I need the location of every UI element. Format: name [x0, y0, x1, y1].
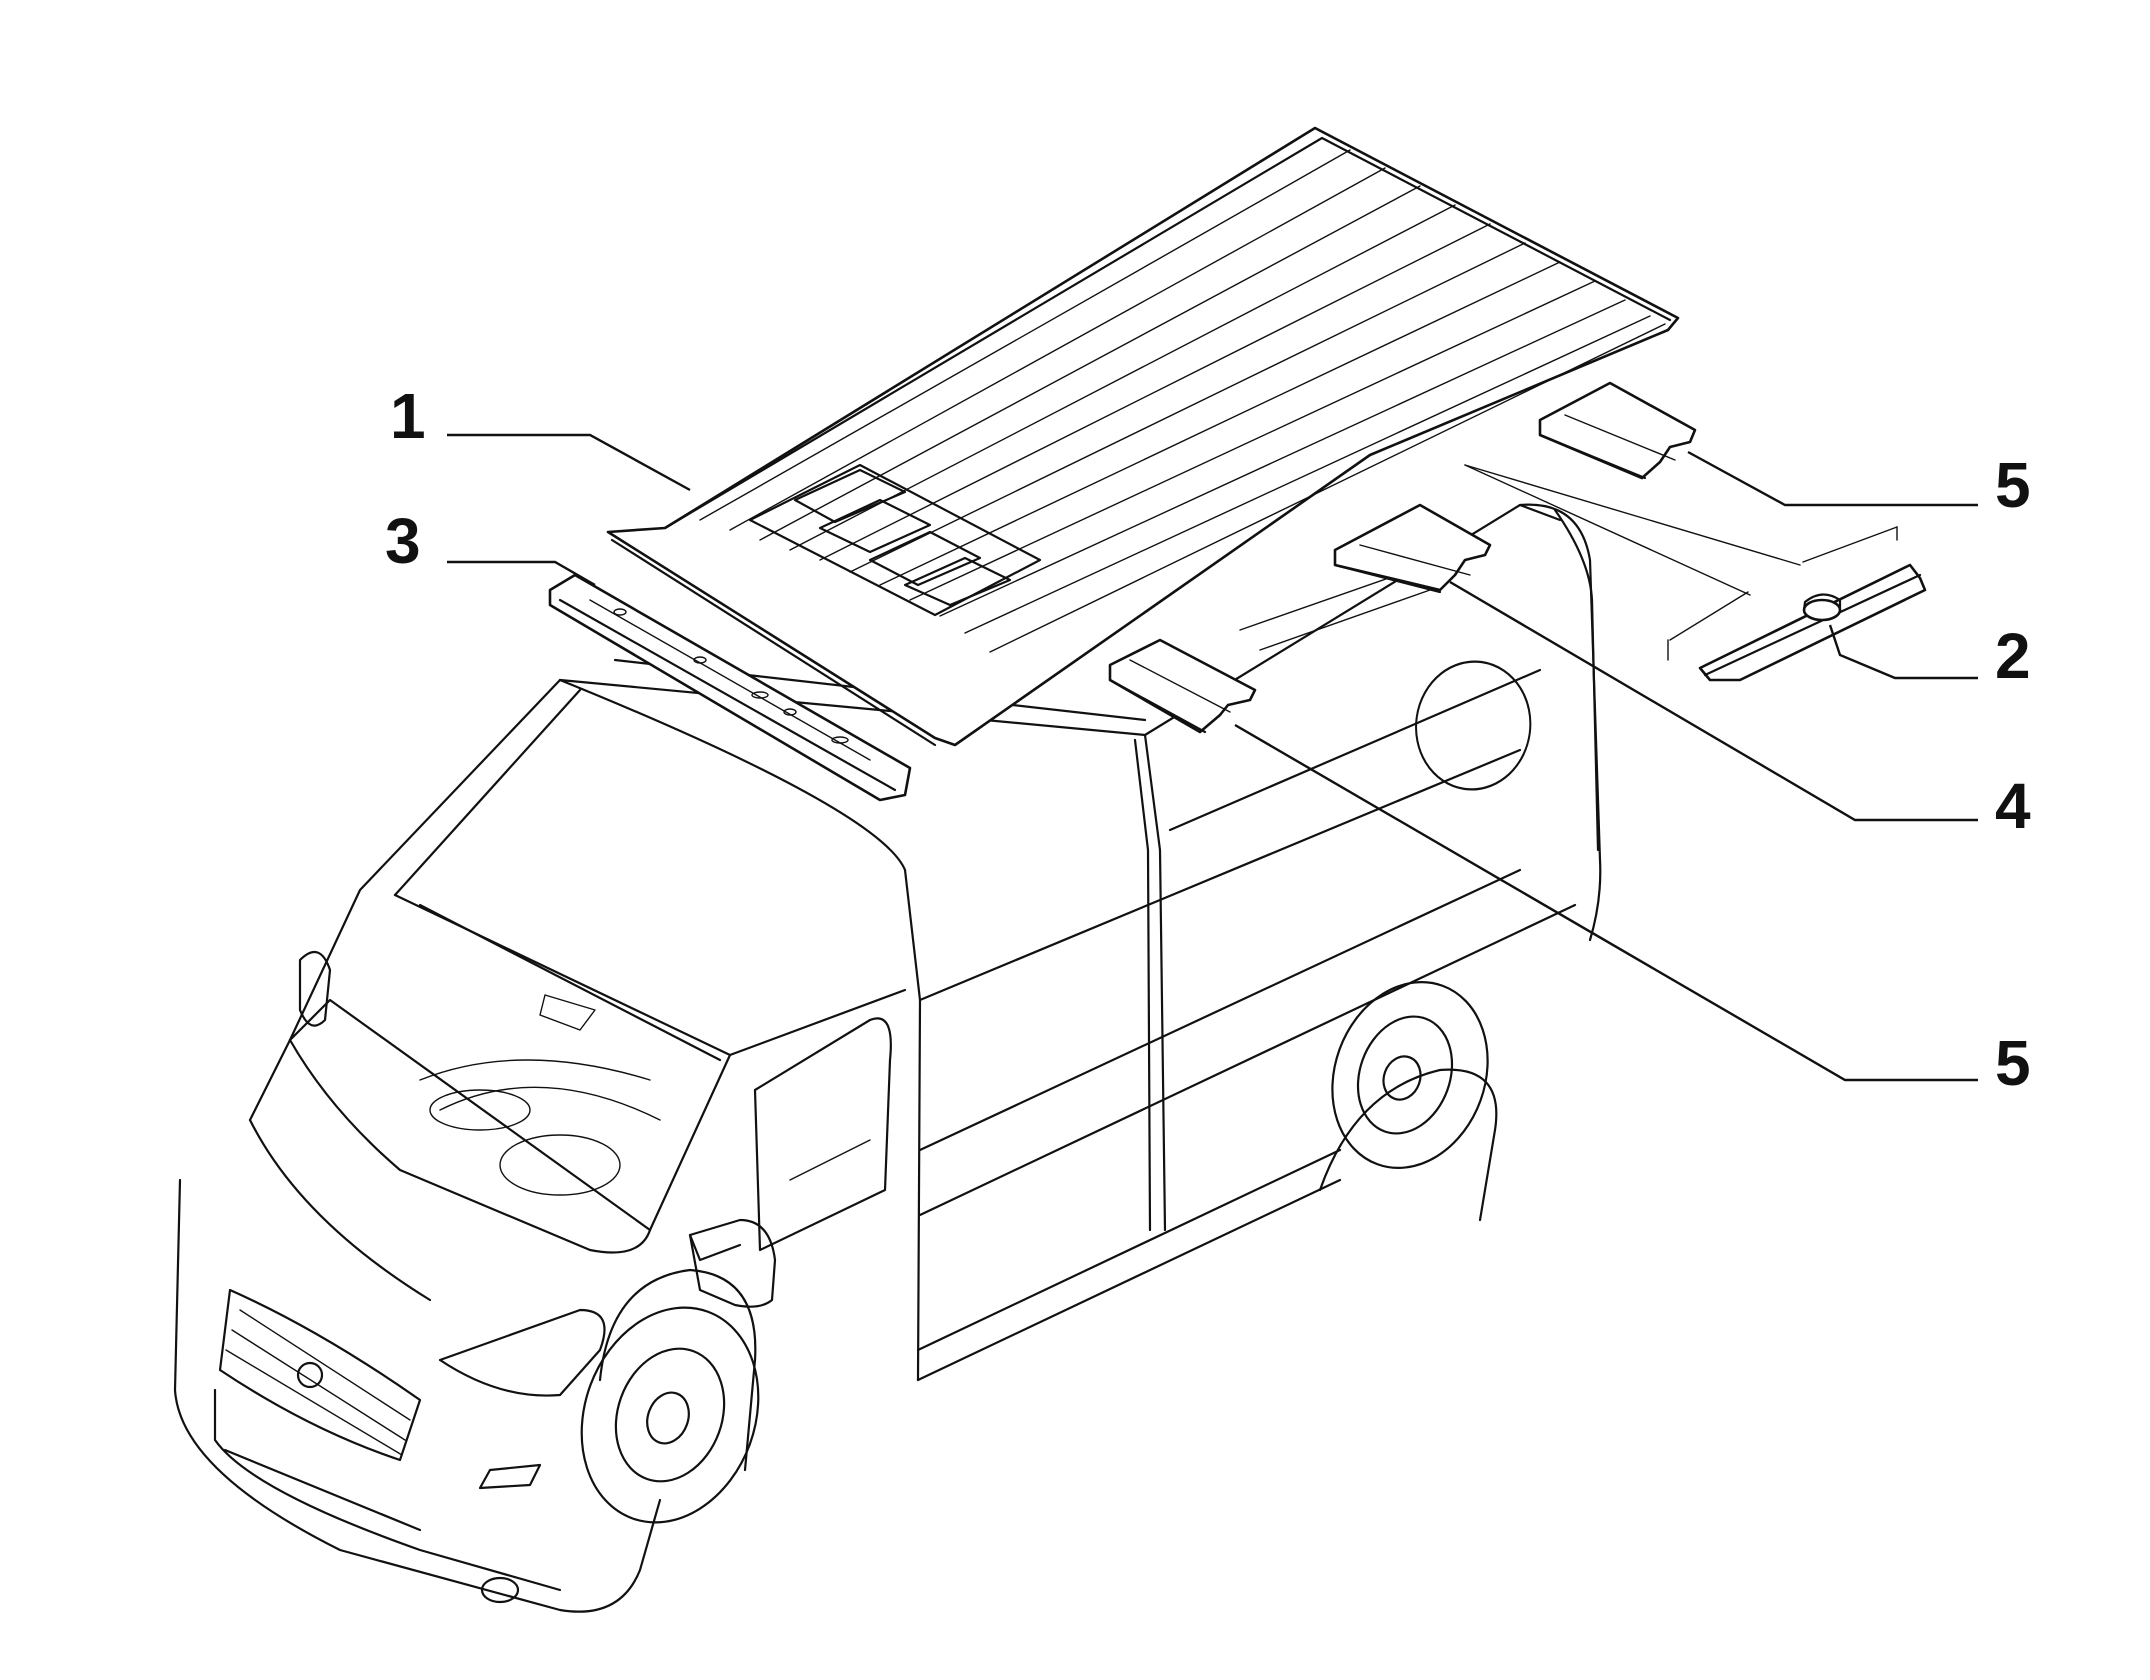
- roof-bow-rear: [1538, 381, 1697, 480]
- callout-5-bottom: 5: [1995, 1027, 2031, 1099]
- roof-panel: [606, 126, 1680, 747]
- rear-roof-crossmember: [1464, 464, 1927, 682]
- callout-5-top: 5: [1995, 449, 2031, 521]
- callout-2: 2: [1995, 620, 2031, 692]
- van-illustration: [173, 503, 1602, 1613]
- callout-labels: 1 3 5 2 4 5: [385, 380, 2031, 1099]
- leader-lines: [447, 433, 1978, 1082]
- callout-3: 3: [385, 505, 421, 577]
- front-roof-crossmember: [548, 573, 912, 802]
- center-roof-bow: [1333, 503, 1492, 594]
- callout-4: 4: [1995, 770, 2031, 842]
- callout-1: 1: [390, 380, 426, 452]
- roof-bow-front: [1108, 638, 1257, 734]
